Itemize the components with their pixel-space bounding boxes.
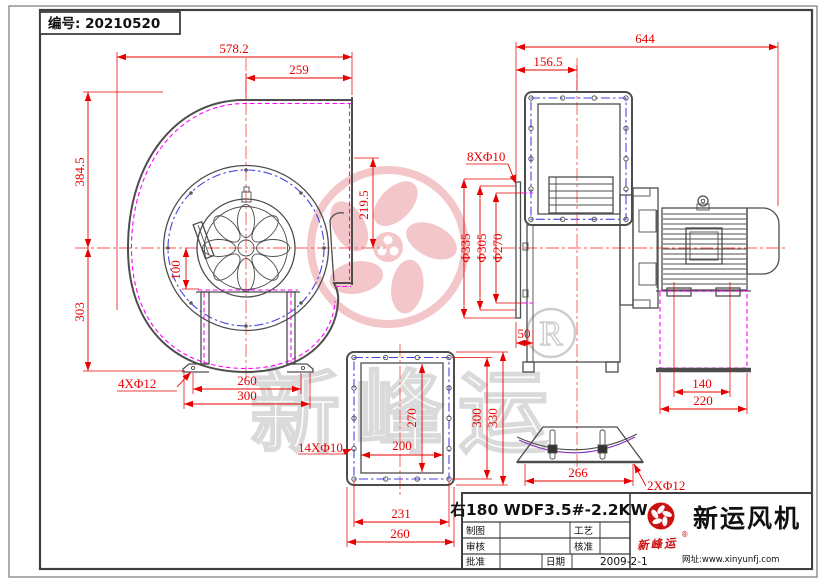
dim-flange-opening-height: 270 (404, 408, 419, 428)
front-view-dimensions: 578.2 259 384.5 303 219.5 100 4XΦ12 260 … (72, 41, 379, 409)
dim-front-height-above-center: 384.5 (72, 157, 87, 186)
inlet-flange (515, 181, 533, 319)
dim-flange-bolt-span-height: 300 (469, 408, 484, 428)
field-approved-label: 批准 (466, 556, 486, 568)
impeller-blades (202, 204, 290, 292)
dim-side-total-length: 644 (635, 31, 655, 46)
dim-flange-bolt-span-width: 231 (391, 506, 411, 521)
dim-side-foot-width: 266 (568, 465, 588, 480)
company-name: 新运风机 (693, 504, 801, 533)
field-checked-label: 审核 (466, 541, 486, 553)
motor-nameplate (685, 227, 723, 265)
field-process-label: 工艺 (574, 526, 593, 537)
dim-flange-opening-width: 200 (392, 438, 412, 453)
watermark-registered-letter: R (539, 314, 563, 353)
base-foot-bracket (515, 426, 645, 464)
company-logo (647, 502, 675, 530)
side-view: 644 156.5 8XΦ10 Φ335 Φ305 Φ270 50 140 22… (458, 31, 785, 493)
outlet-louvers (548, 176, 614, 214)
dim-side-motor-base-width: 220 (693, 393, 713, 408)
side-view-dimensions: 644 156.5 8XΦ10 Φ335 Φ305 Φ270 50 140 22… (458, 31, 779, 493)
watermark-flower-logo (307, 166, 469, 328)
dim-side-inlet-holes: 8XΦ10 (467, 149, 505, 164)
dim-front-outlet-offset: 259 (289, 62, 309, 77)
title-block: 右180 WDF3.5#-2.2KW 制图 工艺 审核 核准 批准 日期 200… (450, 492, 813, 570)
dim-front-base-width: 300 (237, 388, 257, 403)
serial-number-box (39, 11, 181, 35)
dim-flange-holes: 14XΦ10 (298, 440, 343, 455)
field-date-value: 2009-2-1 (600, 556, 648, 568)
serial-number-text: 编号: 20210520 (48, 15, 160, 32)
company-website: 网址:www.xinyunfj.com (682, 554, 779, 565)
field-date-label: 日期 (546, 557, 565, 568)
side-flange-bolt-holes (528, 95, 629, 222)
inlet-bolt-dots (166, 168, 326, 328)
dim-side-outlet-center: 156.5 (533, 54, 562, 69)
front-view: 578.2 259 384.5 303 219.5 100 4XΦ12 260 … (72, 41, 385, 409)
sheet-border: 编号: 20210520 (8, 5, 818, 578)
dim-side-inlet-flange-diameter: Φ335 (458, 233, 473, 262)
dim-front-base-holes: 4XΦ12 (118, 376, 156, 391)
brand-registered-mark: ® (681, 530, 689, 539)
watermark-brand-text: 新峰运 (250, 361, 562, 466)
motor-fins (663, 213, 746, 285)
outlet-flange-view: 14XΦ10 270 200 300 330 231 260 (298, 344, 508, 547)
field-drawn-label: 制图 (466, 525, 485, 537)
inlet-fitting (241, 186, 252, 203)
dim-side-foot-holes: 2XΦ12 (647, 478, 685, 493)
dim-side-inlet-bolt-circle: Φ305 (474, 233, 489, 262)
field-standard-label: 核准 (574, 541, 594, 553)
bearing-pedestal (619, 187, 659, 309)
dim-front-height-below-center: 303 (72, 302, 87, 322)
support-stand (182, 289, 314, 373)
dim-front-outlet-height: 219.5 (356, 190, 371, 219)
dim-flange-outer-height: 330 (485, 408, 500, 428)
dim-front-base-hole-spacing: 260 (237, 373, 257, 388)
watermark-layer: R 新峰运 (249, 166, 577, 467)
dim-side-motor-bolt-spacing: 140 (692, 376, 712, 391)
dim-front-center-to-base: 100 (168, 260, 183, 280)
outlet-flange-dimensions: 14XΦ10 270 200 300 330 231 260 (298, 351, 508, 547)
dim-flange-outer-width: 260 (390, 526, 410, 541)
watermark-registered-icon: R (525, 307, 577, 359)
motor (656, 195, 780, 297)
dim-side-inlet-diameter: Φ270 (490, 233, 505, 262)
model-designation: 右180 WDF3.5#-2.2KW (450, 500, 647, 519)
handle (192, 220, 215, 260)
dim-front-total-width: 578.2 (219, 41, 248, 56)
foot-bolt (547, 429, 608, 460)
dim-side-inlet-depth: 50 (518, 326, 531, 341)
brand-script-text: 新峰运 (637, 536, 678, 553)
motor-support (656, 290, 751, 373)
